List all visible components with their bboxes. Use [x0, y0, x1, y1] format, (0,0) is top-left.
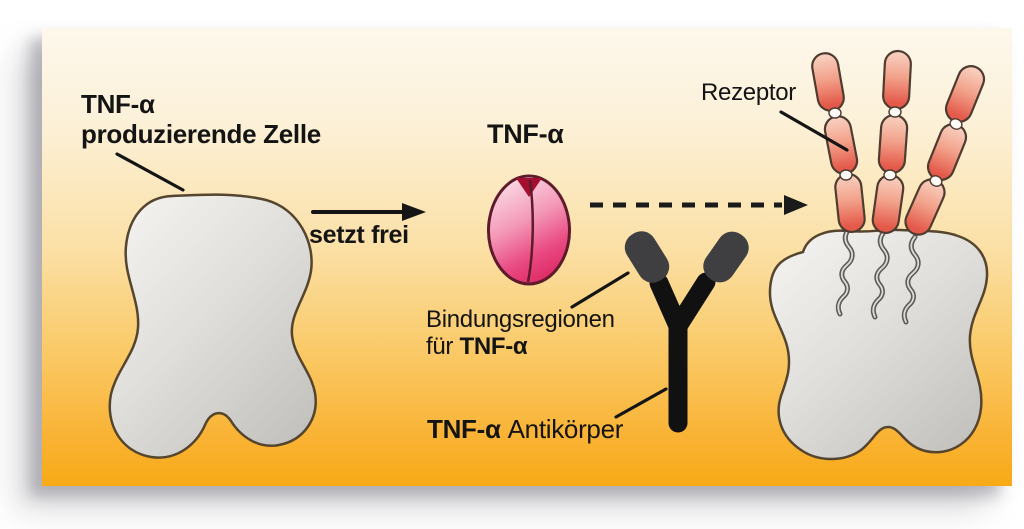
antibody-pointer-line: [614, 387, 668, 419]
release-label: setzt frei: [309, 221, 409, 249]
receptor-chains: [811, 49, 986, 236]
tnf-molecule-seam: [526, 179, 535, 283]
release-arrow: [311, 203, 426, 221]
receptor-chain-3: [904, 65, 986, 236]
antibody-binding-tip-right: [703, 231, 749, 283]
producing-cell-shape: [108, 193, 317, 459]
producing-cell-pointer-line: [115, 152, 185, 192]
receptor-chain-1: [811, 52, 866, 234]
receptor-squiggle-1: [835, 226, 855, 317]
tnf-molecule-label: TNF-α: [487, 119, 564, 149]
antibody-binding-tip-left: [624, 231, 670, 283]
binding-region-label: Bindungsregionen für TNF-α: [426, 306, 615, 361]
binding-region-pointer-line: [570, 271, 630, 309]
binding-region-label-prefix: für: [426, 333, 460, 361]
producing-cell-label-line1: TNF-α: [81, 89, 155, 119]
producing-cell-label-line2: produzierende Zelle: [81, 118, 321, 149]
antibody-label-bold: TNF-α: [427, 414, 501, 444]
binding-region-label-bold: TNF-α: [459, 333, 528, 361]
receptor-squiggle-2: [870, 229, 890, 320]
receptor-squiggle-3: [901, 234, 921, 325]
dashed-arrow: [590, 195, 808, 215]
tnf-molecule-shape: [487, 174, 571, 286]
receptor-label: Rezeptor: [701, 79, 796, 106]
target-cell-shape: [768, 228, 989, 461]
receptor-chain-2: [871, 49, 912, 234]
tnf-molecule-notch: [516, 178, 542, 197]
antibody-shape: [624, 231, 749, 433]
binding-region-label-line1: Bindungsregionen: [426, 306, 615, 333]
receptor-squiggles: [835, 226, 921, 325]
antibody-label-rest: Antikörper: [500, 414, 624, 444]
antibody-label: TNF-α Antikörper: [427, 414, 624, 445]
receptor-pointer-line: [779, 110, 849, 152]
producing-cell-label: TNF-α produzierende Zelle: [81, 89, 321, 149]
